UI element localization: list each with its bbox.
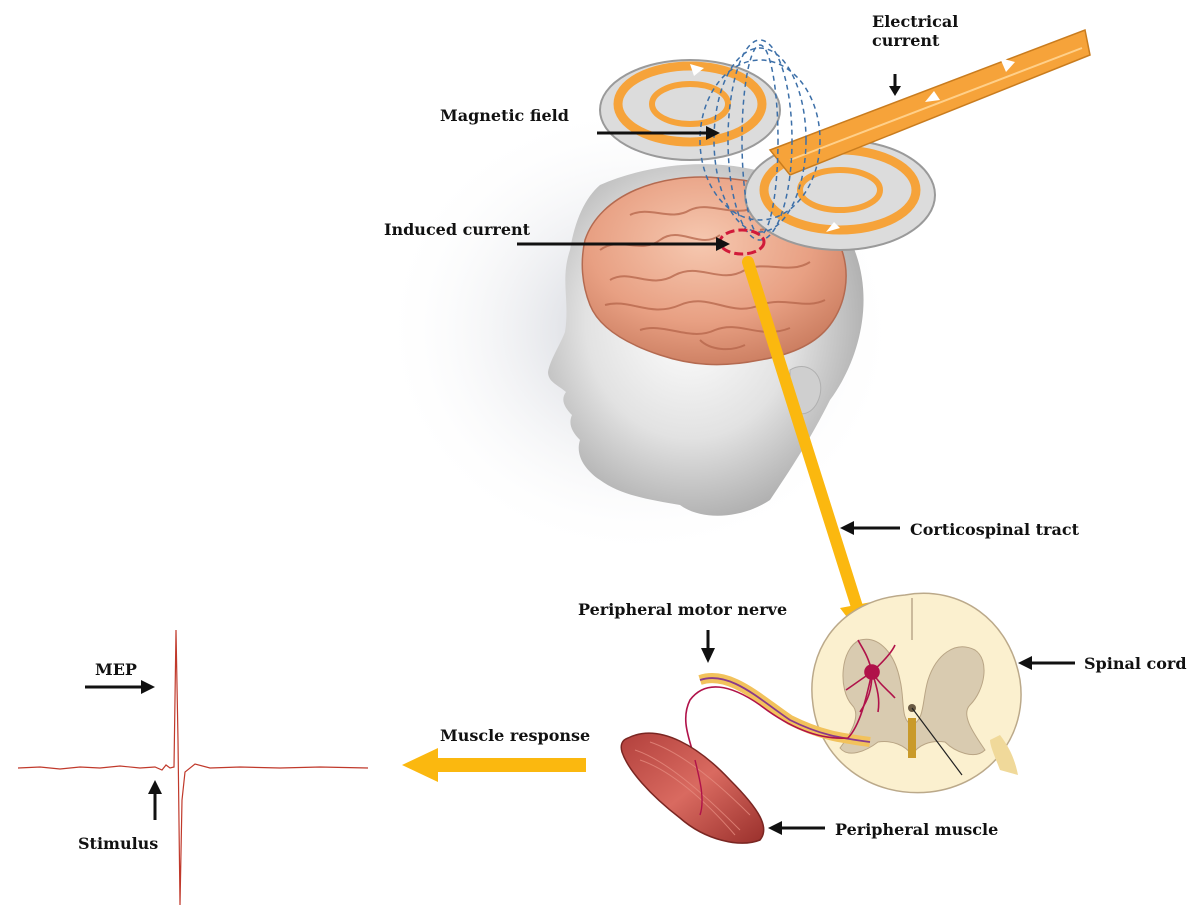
peripheral-muscle-label: Peripheral muscle: [835, 820, 998, 839]
arrow-icon: [1018, 656, 1075, 670]
mep-label: MEP: [95, 660, 137, 679]
emg-trace: [18, 630, 368, 905]
electrical-current-label: Electrical current: [872, 12, 958, 50]
spinal-cord-icon: [812, 593, 1021, 792]
corticospinal-tract-label: Corticospinal tract: [910, 520, 1079, 539]
arrow-icon: [768, 821, 825, 835]
arrow-icon: [85, 680, 155, 694]
muscle-icon: [621, 733, 764, 843]
arrow-icon: [148, 780, 162, 820]
muscle-response-label: Muscle response: [440, 726, 590, 745]
arrow-icon: [701, 630, 715, 663]
peripheral-motor-nerve-label: Peripheral motor nerve: [578, 600, 787, 619]
electrical-current-label-line2: current: [872, 31, 958, 50]
coil-cable: [770, 30, 1090, 175]
magnetic-field-label: Magnetic field: [440, 106, 569, 125]
stimulus-label: Stimulus: [78, 834, 158, 853]
electrical-current-label-line1: Electrical: [872, 12, 958, 31]
spinal-white-matter: [812, 593, 1021, 792]
spinal-cord-label: Spinal cord: [1084, 654, 1187, 673]
induced-current-label: Induced current: [384, 220, 530, 239]
muscle-response-arrow: [402, 748, 586, 782]
arrow-icon: [840, 521, 900, 535]
arrow-icon: [889, 74, 901, 96]
